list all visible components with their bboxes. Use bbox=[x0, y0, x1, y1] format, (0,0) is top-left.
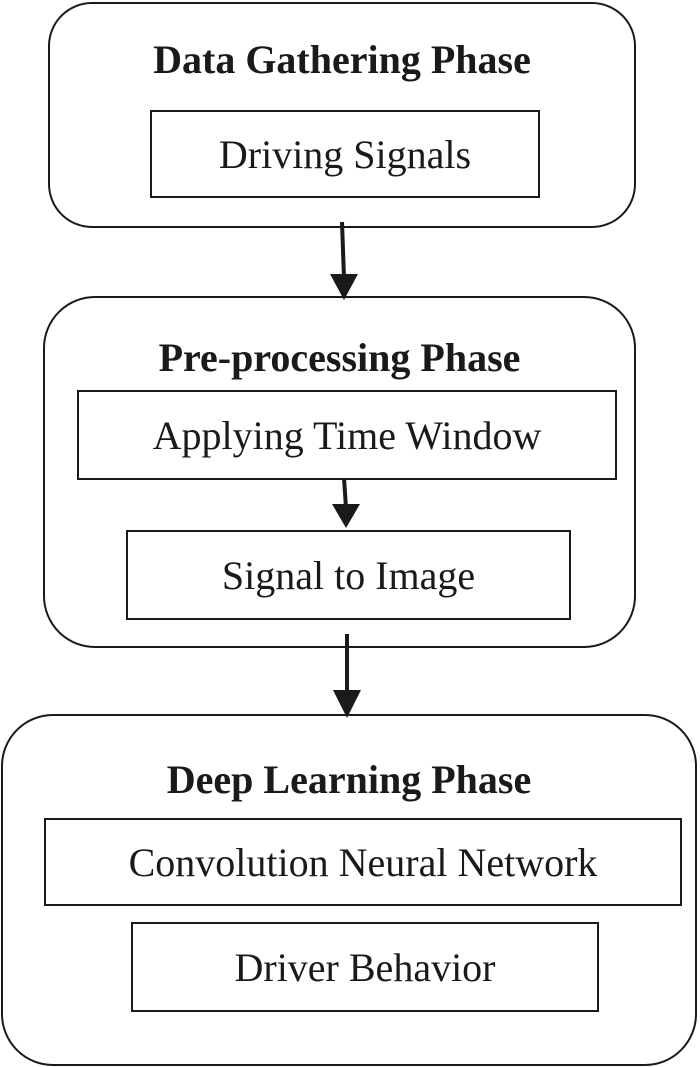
pre-processing-phase-title: Pre-processing Phase bbox=[158, 335, 521, 380]
pre-processing-phase-box: Pre-processing Phase Applying Time Windo… bbox=[43, 296, 636, 648]
arrow-gathering-to-preprocessing bbox=[330, 221, 358, 300]
step-convolution-neural-network: Convolution Neural Network bbox=[44, 818, 682, 906]
deep-learning-phase-box: Deep Learning Phase Convolution Neural N… bbox=[1, 714, 697, 1066]
data-gathering-phase-box: Data Gathering Phase Driving Signals bbox=[48, 2, 636, 228]
step-signal-to-image: Signal to Image bbox=[126, 530, 571, 620]
step-applying-time-window: Applying Time Window bbox=[77, 390, 617, 480]
data-gathering-phase-title: Data Gathering Phase bbox=[153, 37, 531, 82]
step-driver-behavior: Driver Behavior bbox=[131, 922, 599, 1012]
step-driving-signals: Driving Signals bbox=[150, 110, 540, 198]
deep-learning-phase-title: Deep Learning Phase bbox=[166, 757, 532, 802]
